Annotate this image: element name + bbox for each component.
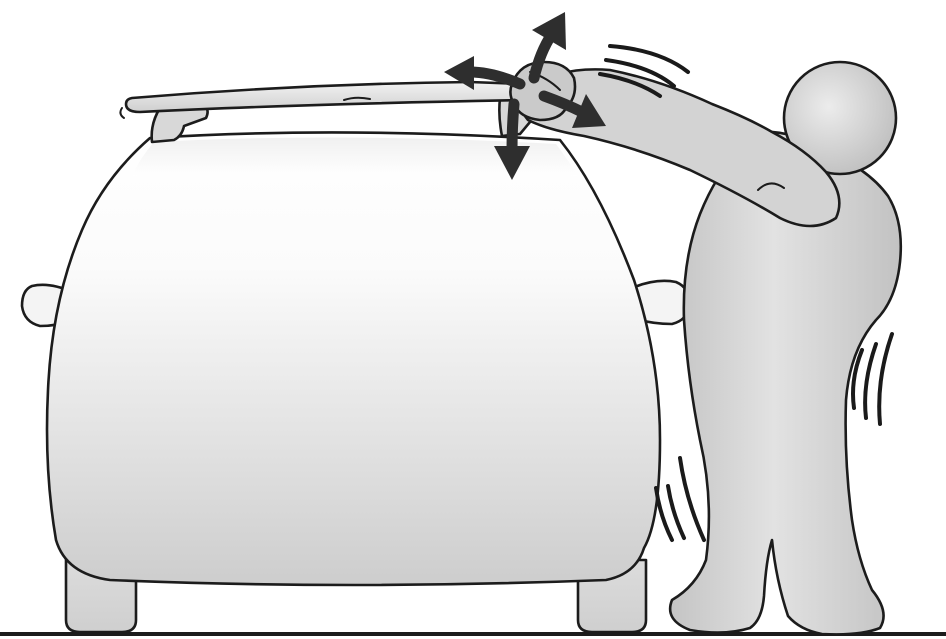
car-rear-icon	[22, 96, 690, 632]
motion-line-back-2	[865, 344, 876, 418]
roof-rack-bar	[126, 82, 528, 112]
car-body	[47, 132, 660, 585]
motion-line-back-1	[879, 334, 892, 424]
motion-line-arm-1	[610, 46, 688, 72]
motion-line-leg-1	[680, 458, 704, 540]
motion-line-leg-2	[668, 486, 684, 538]
